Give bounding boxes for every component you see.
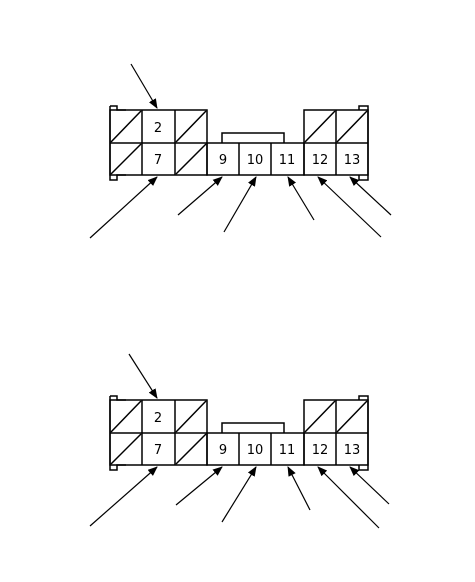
- pointer-arrow: [89, 466, 158, 527]
- pin-label: 11: [279, 153, 296, 168]
- pin-labels-top: 2 7 9 10 11 12 13: [154, 121, 360, 168]
- pointer-arrow: [175, 466, 223, 506]
- hatch-mark: [336, 400, 368, 433]
- pin-label: 13: [344, 153, 361, 168]
- pointer-arrow: [349, 466, 390, 505]
- pointer-arrow: [287, 466, 311, 511]
- hatch-mark: [175, 433, 207, 465]
- hatch-mark: [110, 400, 142, 433]
- hatch-mark: [175, 110, 207, 143]
- pointer-arrow: [177, 176, 223, 216]
- pin-label: 9: [219, 443, 227, 458]
- hatch-mark: [110, 110, 142, 143]
- pin-label: 2: [154, 121, 162, 136]
- hatch-mark: [304, 400, 336, 433]
- connector-bottom: [109, 395, 369, 471]
- pin-label: 13: [344, 443, 361, 458]
- pin-label: 7: [154, 443, 162, 458]
- pin-label: 7: [154, 153, 162, 168]
- hatch-mark: [110, 143, 142, 175]
- pin-label: 2: [154, 411, 162, 426]
- pin-label: 10: [247, 153, 264, 168]
- pin-label: 9: [219, 153, 227, 168]
- hatch-mark: [110, 433, 142, 465]
- pointer-arrow: [223, 176, 257, 233]
- pin-label: 10: [247, 443, 264, 458]
- pointer-arrow: [130, 63, 158, 109]
- pointer-arrow: [317, 466, 380, 529]
- pointer-arrows-bottom: [89, 353, 390, 529]
- hatch-mark: [175, 400, 207, 433]
- pointer-arrow: [287, 176, 315, 221]
- connector-top: [109, 105, 369, 181]
- pointer-arrow: [349, 176, 392, 216]
- hatch-mark: [336, 110, 368, 143]
- pin-label: 11: [279, 443, 296, 458]
- pointer-arrow: [221, 466, 257, 523]
- connector-latch-tab: [221, 422, 285, 433]
- pointer-arrow: [89, 176, 158, 239]
- pointer-arrow: [317, 176, 382, 238]
- hatch-mark: [304, 110, 336, 143]
- pin-label: 12: [312, 443, 329, 458]
- hatch-mark: [175, 143, 207, 175]
- pin-label: 12: [312, 153, 329, 168]
- pin-labels-bottom: 2 7 9 10 11 12 13: [154, 411, 360, 458]
- connector-latch-tab: [221, 132, 285, 143]
- pointer-arrow: [128, 353, 158, 399]
- pointer-arrows-top: [89, 63, 392, 239]
